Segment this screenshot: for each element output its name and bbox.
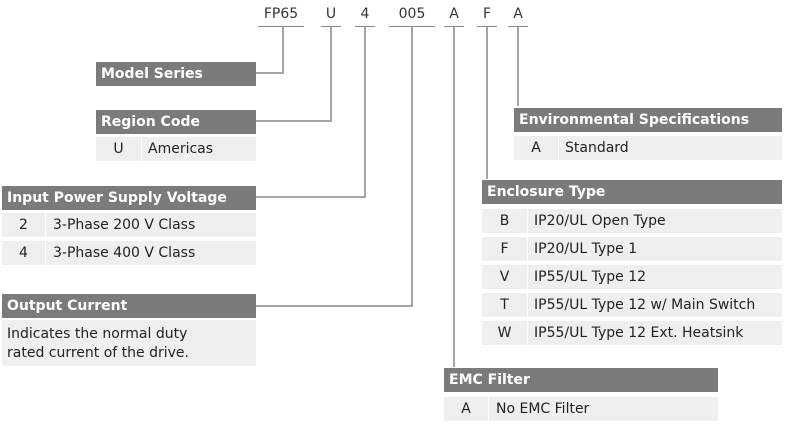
enclosure-key: F (482, 237, 528, 261)
input-voltage-label: 3-Phase 200 V Class (53, 217, 196, 233)
enclosure-row: F IP20/UL Type 1 (482, 237, 782, 261)
code-environment: A (508, 2, 528, 27)
code-enclosure: F (477, 2, 497, 27)
model-series-header: Model Series (96, 62, 256, 86)
region-code-row: U Americas (96, 137, 256, 161)
code-model: FP65 (258, 2, 304, 27)
region-code-header: Region Code (96, 110, 256, 134)
emc-filter-header: EMC Filter (444, 368, 718, 392)
environmental-label: Standard (565, 140, 629, 156)
connector-region-code (256, 27, 332, 122)
enclosure-key: V (482, 265, 528, 289)
enclosure-key: B (482, 209, 528, 233)
region-code-key: U (96, 137, 142, 161)
environmental-row: A Standard (514, 136, 782, 160)
connector-input-voltage (256, 27, 366, 198)
emc-filter-label: No EMC Filter (496, 401, 590, 417)
region-code-label: Americas (148, 141, 214, 157)
emc-filter-row: A No EMC Filter (444, 397, 718, 421)
code-current: 005 (389, 2, 435, 27)
emc-filter-key: A (444, 397, 489, 421)
connector-model-series (256, 27, 284, 74)
enclosure-label: IP55/UL Type 12 Ext. Heatsink (534, 325, 744, 341)
output-current-description-line1: Indicates the normal duty (7, 326, 188, 342)
code-voltage: 4 (355, 2, 375, 27)
enclosure-label: IP55/UL Type 12 w/ Main Switch (534, 297, 756, 313)
enclosure-label: IP55/UL Type 12 (534, 269, 647, 285)
enclosure-row: T IP55/UL Type 12 w/ Main Switch (482, 293, 782, 317)
input-voltage-row: 4 3-Phase 400 V Class (2, 241, 256, 265)
output-current-description: Indicates the normal duty rated current … (2, 320, 256, 366)
connector-output-current (256, 27, 413, 307)
enclosure-row: W IP55/UL Type 12 Ext. Heatsink (482, 321, 782, 345)
input-voltage-row: 2 3-Phase 200 V Class (2, 213, 256, 237)
enclosure-row: B IP20/UL Open Type (482, 209, 782, 233)
input-voltage-label: 3-Phase 400 V Class (53, 245, 196, 261)
environmental-header: Environmental Specifications (514, 108, 782, 132)
enclosure-key: T (482, 293, 528, 317)
input-voltage-key: 4 (2, 241, 46, 265)
enclosure-label: IP20/UL Open Type (534, 213, 666, 229)
enclosure-label: IP20/UL Type 1 (534, 241, 638, 257)
code-emc: A (444, 2, 464, 27)
enclosure-header: Enclosure Type (482, 180, 782, 204)
enclosure-row: V IP55/UL Type 12 (482, 265, 782, 289)
input-voltage-header: Input Power Supply Voltage (2, 186, 256, 210)
code-region: U (321, 2, 341, 27)
input-voltage-key: 2 (2, 213, 46, 237)
environmental-key: A (514, 136, 559, 160)
output-current-description-line2: rated current of the drive. (7, 345, 189, 361)
output-current-header: Output Current (2, 294, 256, 318)
enclosure-key: W (482, 321, 528, 345)
